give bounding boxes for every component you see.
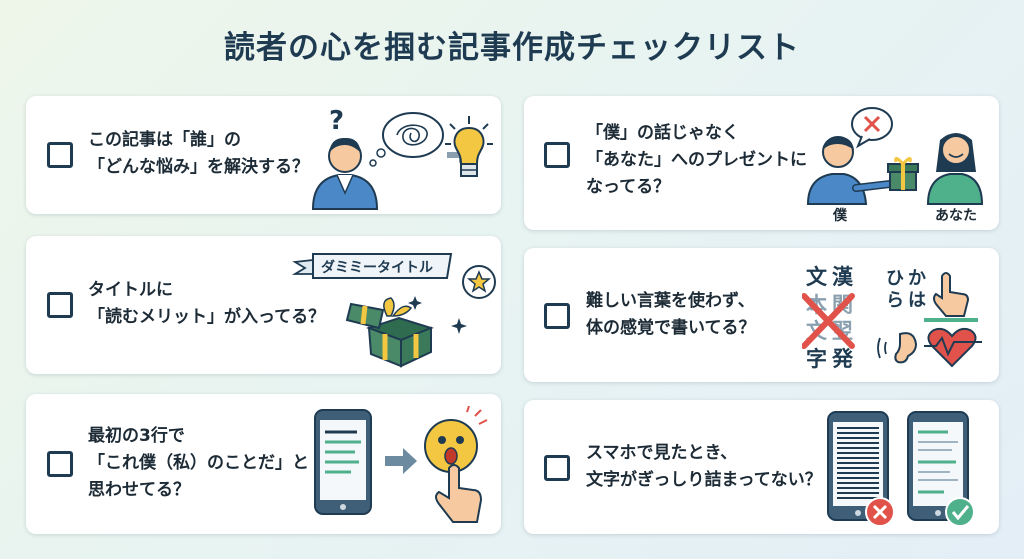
svg-text:字: 字 [806,347,827,371]
svg-text:文: 文 [806,265,828,289]
svg-text:発: 発 [831,347,854,371]
item-3-text: 最初の3行で 「これ僕（私）のことだ」と 思わせてる？ [88,426,309,500]
checklist-card-2: タイトルに 「読むメリット」が入ってる？ ダミミータイトル [26,236,501,374]
gift-box-icon [887,157,919,191]
phone-surprised-face-illustration [314,406,488,523]
title-banner [312,253,453,279]
ear-icon [894,332,918,364]
sparkle-icon [451,318,467,334]
item-5-text: 難しい言葉を使わず、 体の感覚で書いてる？ [586,291,756,338]
cross-mark-icon [802,293,855,349]
checkbox-4[interactable] [544,142,570,168]
arrow-right-icon [385,448,417,474]
label-boku: 僕 [832,207,848,224]
person-right [926,133,984,205]
star-icon [466,270,492,293]
clean-phone-icon [907,411,969,521]
svg-text:漢: 漢 [832,265,854,289]
gift-giving-illustration: 僕 あなた [806,107,984,224]
check-badge-icon [945,497,975,527]
checklist-card-1: この記事は「誰」の 「どんな悩み」を解決する？ ? [26,96,501,214]
svg-text:翌: 翌 [832,319,853,343]
page-title: 読者の心を掴む記事作成チェックリスト [224,30,800,66]
surprised-face-icon [424,406,488,473]
checklist-card-3: 最初の3行で 「これ僕（私）のことだ」と 思わせてる？ [26,394,501,534]
item-1-text: この記事は「誰」の 「どんな悩み」を解決する？ [88,130,309,177]
label-anata: あなた [935,208,977,224]
svg-text:ひ: ひ [886,268,904,289]
open-gift-box-icon [345,297,434,368]
phone-comparison-illustration [827,411,975,527]
checkbox-5[interactable] [544,303,570,329]
item-2-text: タイトルに 「読むメリット」が入ってる？ [88,280,326,327]
title-banner-gift-illustration: ダミミータイトル [291,253,496,368]
touching-hand-icon [933,272,970,317]
checkbox-6[interactable] [544,455,570,481]
item-6-text: スマホで見たとき、 文字がぎっしり詰まってない？ [586,443,822,490]
item-4-text: 「僕」の話じゃなく 「あなた」へのプレゼントに なってる？ [586,123,807,197]
svg-text:は: は [908,290,926,311]
lightbulb-icon [445,116,493,177]
smartphone-icon [314,409,372,515]
kanji-vs-senses-illustration: 文 漢 字 発 本 関 文 翌 ひ か ら は [802,265,982,371]
question-mark-icon: ? [329,106,344,136]
person-left [806,136,894,205]
checkbox-3[interactable] [47,451,73,477]
pointing-hand-icon [435,464,483,523]
svg-text:か: か [908,268,926,289]
banner-text: ダミミータイトル [321,259,433,276]
checkbox-1[interactable] [47,142,73,168]
x-badge-icon [865,497,895,527]
cluttered-phone-icon [827,411,889,521]
tangled-thought-icon [396,124,428,146]
checkbox-2[interactable] [47,292,73,318]
checklist-card-4: 「僕」の話じゃなく 「あなた」へのプレゼントに なってる？ [524,96,999,230]
soft-kana-block: ひ か ら は [886,268,926,311]
speech-bubble-x-icon [851,107,893,149]
svg-text:ら: ら [886,290,904,311]
sparkle-icon [408,296,422,310]
checklist-card-5: 難しい言葉を使わず、 体の感覚で書いてる？ 文 漢 字 発 本 関 文 翌 ひ … [524,248,999,382]
checklist-card-6: スマホで見たとき、 文字がぎっしり詰まってない？ [524,400,999,534]
